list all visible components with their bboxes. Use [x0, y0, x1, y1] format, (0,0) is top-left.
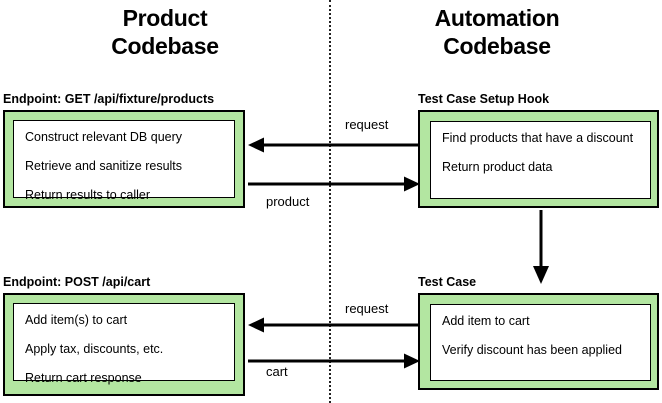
arrow-label-top-request: request [345, 117, 389, 132]
box-product-get-products: Endpoint: GET /api/fixture/products Cons… [3, 92, 245, 208]
step-line: Verify discount has been applied [442, 343, 622, 357]
column-title-product-codebase: Product Codebase [111, 5, 219, 59]
step-line: Return product data [442, 160, 553, 174]
arrow-bottom-request [248, 317, 420, 333]
step-line: Return results to caller [25, 188, 151, 202]
outer-frame-product-get-products: Construct relevant DB query Retrieve and… [3, 110, 245, 208]
step-line: Construct relevant DB query [25, 130, 183, 144]
inner-panel-test-case-setup-hook: Find products that have a discount Retur… [430, 121, 651, 199]
outer-frame-test-case: Add item to cart Verify discount has bee… [418, 293, 659, 390]
step-line: Add item(s) to cart [25, 313, 128, 327]
step-line: Apply tax, discounts, etc. [25, 342, 164, 356]
inner-panel-product-get-products: Construct relevant DB query Retrieve and… [13, 120, 235, 202]
arrow-label-top-product: product [266, 194, 310, 209]
box-product-post-cart: Endpoint: POST /api/cart Add item(s) to … [3, 275, 245, 403]
box-label-product-post-cart: Endpoint: POST /api/cart [3, 275, 151, 289]
box-label-test-case-setup-hook: Test Case Setup Hook [418, 92, 550, 106]
outer-frame-product-post-cart: Add item(s) to cart Apply tax, discounts… [3, 293, 245, 396]
box-test-case-setup-hook: Test Case Setup Hook Find products that … [418, 92, 659, 208]
column-title-automation-codebase: Automation Codebase [434, 5, 560, 59]
step-line: Find products that have a discount [442, 131, 634, 145]
vertical-divider [329, 0, 331, 403]
box-label-product-get-products: Endpoint: GET /api/fixture/products [3, 92, 215, 106]
step-line: Retrieve and sanitize results [25, 159, 183, 173]
inner-panel-test-case: Add item to cart Verify discount has bee… [430, 304, 651, 381]
arrow-label-bottom-cart: cart [266, 364, 288, 379]
step-line: Add item to cart [442, 314, 530, 328]
box-label-test-case: Test Case [418, 275, 477, 289]
arrow-setup-to-testcase [533, 210, 549, 284]
inner-panel-product-post-cart: Add item(s) to cart Apply tax, discounts… [13, 303, 235, 385]
arrow-label-bottom-request: request [345, 301, 389, 316]
arrow-bottom-cart [248, 353, 420, 369]
arrow-top-product [248, 176, 420, 192]
outer-frame-test-case-setup-hook: Find products that have a discount Retur… [418, 110, 659, 208]
box-test-case: Test Case Add item to cart Verify discou… [418, 275, 659, 390]
step-line: Return cart response [25, 371, 142, 385]
arrow-top-request [248, 137, 420, 153]
